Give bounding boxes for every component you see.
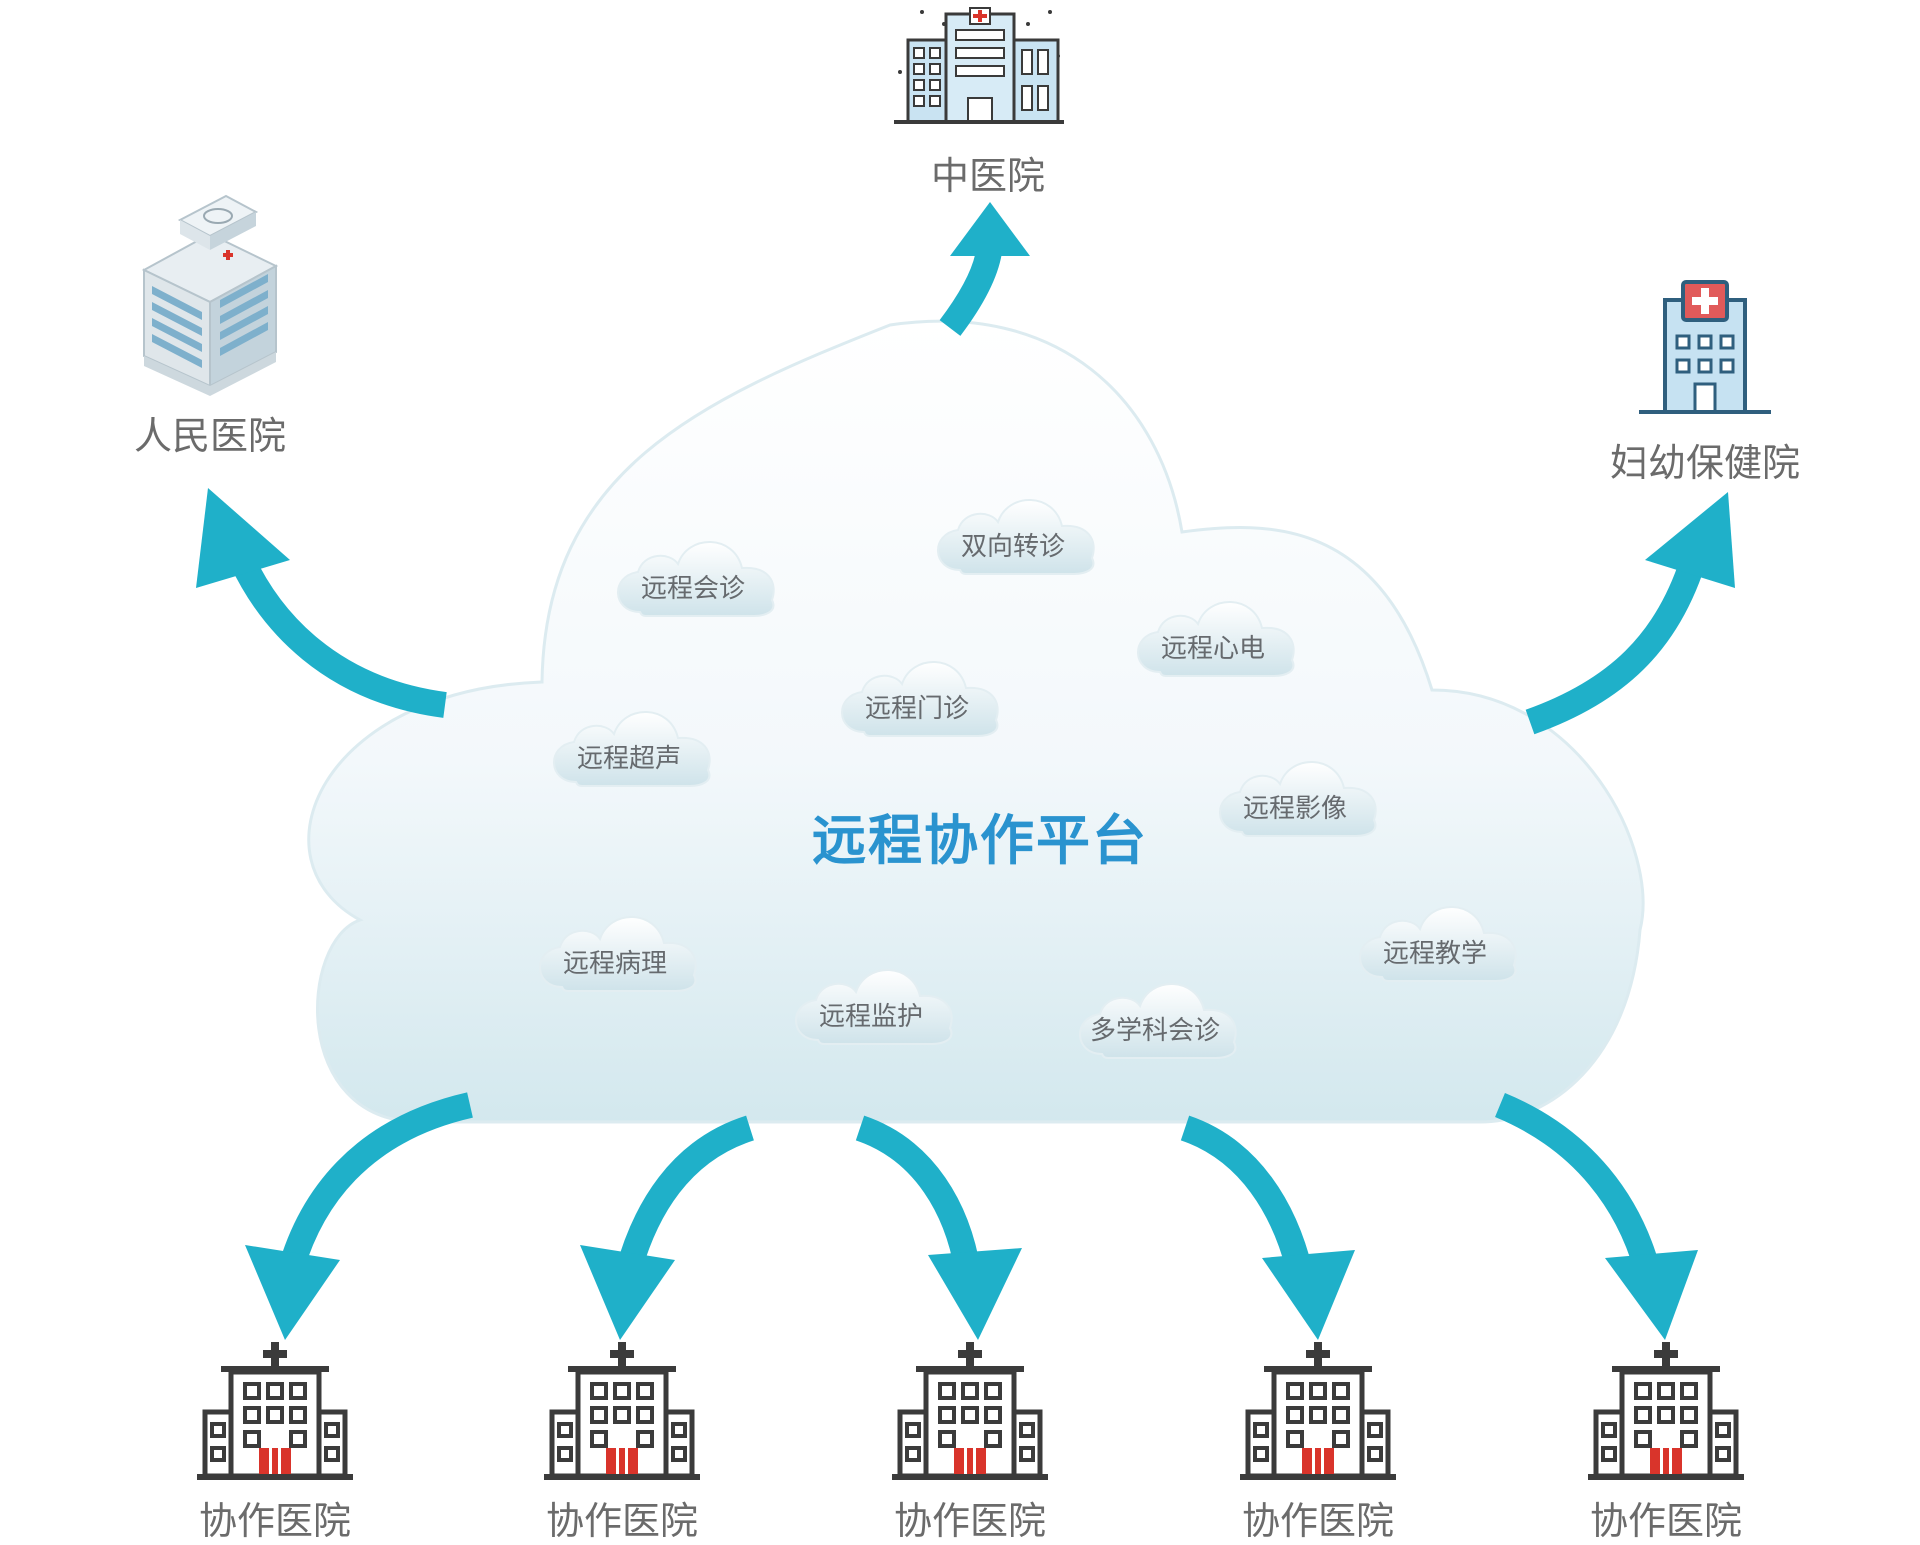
service-label: 远程超声 (576, 744, 681, 774)
hospital-people-icon (141, 194, 279, 396)
hospital-coop-label: 协作医院 (198, 1499, 352, 1543)
hospital-bottom-icon (1240, 1342, 1396, 1480)
hospital-coop-label: 协作医院 (1241, 1499, 1395, 1543)
service-ecg: 远程心电 (1128, 580, 1298, 680)
service-remote-consult: 远程会诊 (608, 520, 778, 620)
service-label: 远程教学 (1382, 939, 1487, 969)
service-outpatient: 远程门诊 (832, 640, 1002, 740)
service-ultrasound: 远程超声 (544, 690, 714, 790)
hospital-bottom-icon (197, 1342, 353, 1480)
service-label: 远程监护 (818, 1002, 923, 1032)
hospital-bottom-icon (1588, 1342, 1744, 1480)
service-teaching: 远程教学 (1350, 885, 1520, 985)
service-label: 远程影像 (1242, 794, 1347, 824)
hospital-coop-label: 协作医院 (1589, 1499, 1743, 1543)
platform-title: 远程协作平台 (812, 809, 1148, 872)
arrow-heads (196, 202, 1735, 1340)
service-monitoring: 远程监护 (786, 948, 956, 1048)
service-imaging: 远程影像 (1210, 740, 1380, 840)
service-pathology: 远程病理 (530, 895, 700, 995)
hospital-maternal-label: 妇幼保健院 (1609, 441, 1801, 485)
service-label: 双向转诊 (960, 532, 1065, 562)
hospital-tcm-icon (894, 7, 1064, 124)
service-referral: 双向转诊 (928, 478, 1098, 578)
arrow-paths (230, 239, 1703, 1276)
hospital-bottom-icon (544, 1342, 700, 1480)
service-label: 远程心电 (1160, 634, 1265, 664)
service-label: 远程门诊 (864, 694, 969, 724)
hospital-maternal-icon (1639, 280, 1771, 414)
service-label: 多学科会诊 (1089, 1016, 1220, 1046)
hospital-coop-label: 协作医院 (893, 1499, 1047, 1543)
service-label: 远程会诊 (640, 574, 745, 604)
hospital-people-label: 人民医院 (133, 414, 287, 458)
hospital-bottom-icon (892, 1342, 1048, 1480)
service-mdt: 多学科会诊 (1070, 962, 1240, 1062)
hospital-coop-label: 协作医院 (545, 1499, 699, 1543)
hospital-tcm-label: 中医院 (930, 154, 1046, 198)
service-label: 远程病理 (562, 949, 667, 979)
